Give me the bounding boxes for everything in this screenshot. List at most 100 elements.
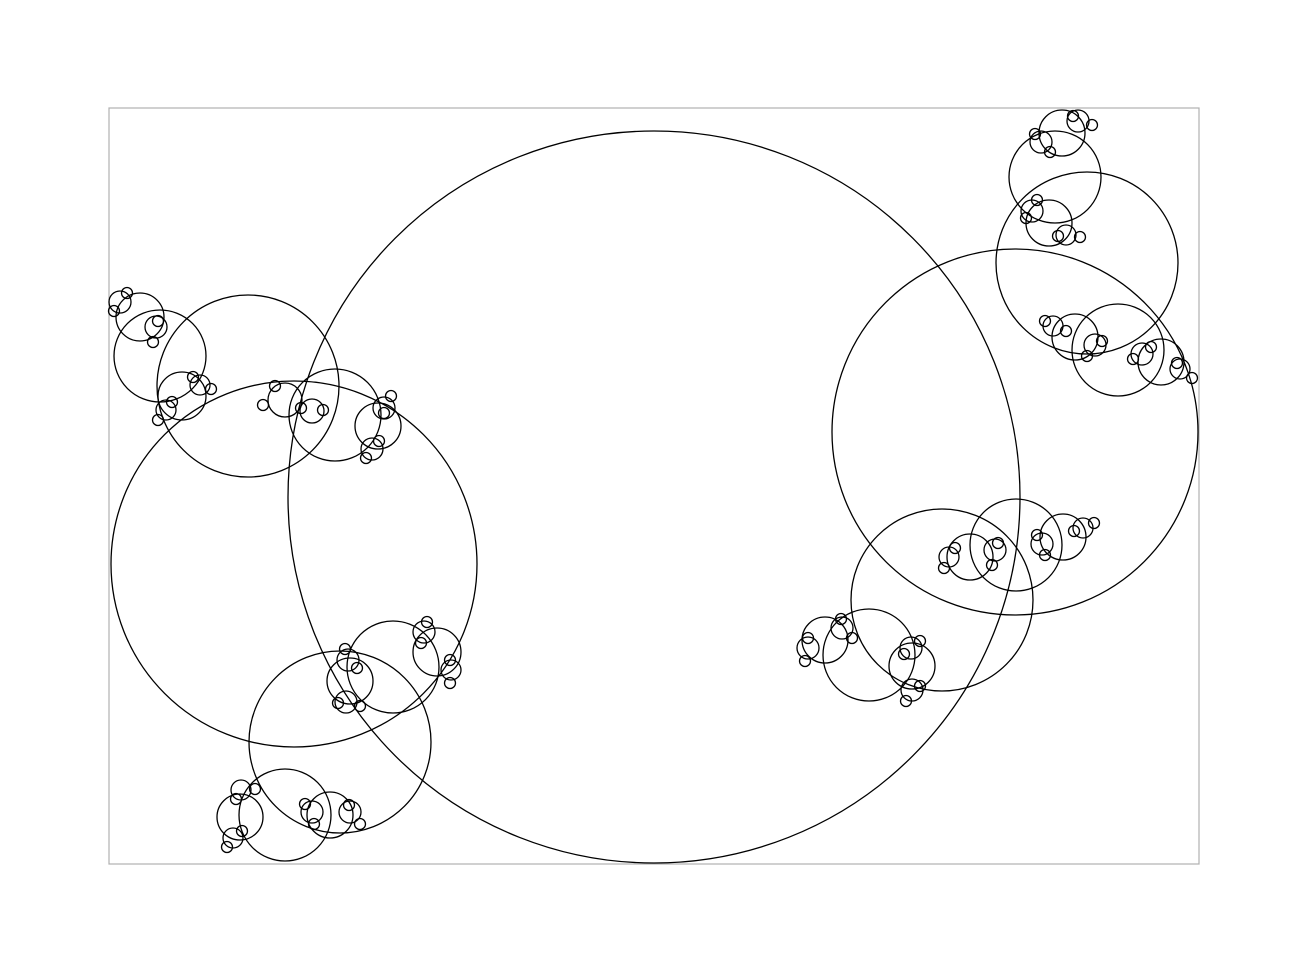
- fractal-circle: [287, 130, 1021, 864]
- fractal-circle-small: [897, 647, 911, 661]
- fractal-circle: [900, 678, 924, 702]
- fractal-circle: [156, 294, 340, 478]
- fractal-circle-small: [1085, 118, 1099, 132]
- fractal-circle: [222, 827, 244, 849]
- fractal-circle-small: [384, 389, 398, 403]
- fractal-circle: [1083, 333, 1107, 357]
- fractal-circle-small: [1087, 516, 1101, 530]
- fractal-circle-small: [165, 395, 179, 409]
- fractal-circle-small: [268, 379, 282, 393]
- fractal-circle-small: [186, 370, 200, 384]
- fractal-circle-small: [1030, 528, 1044, 542]
- fractal-circle: [108, 290, 132, 314]
- fractal-circle-small: [256, 398, 270, 412]
- fractal-circle: [189, 374, 211, 396]
- fractal-circle-small: [338, 642, 352, 656]
- fractal-circle-small: [1185, 371, 1199, 385]
- fractal-circle: [300, 800, 324, 824]
- fractal-circle-small: [1028, 127, 1042, 141]
- fractal-circle-small: [985, 558, 999, 572]
- fractal-circle-small: [120, 286, 134, 300]
- fractal-circle-small: [294, 401, 308, 415]
- fractal-circle-small: [1126, 352, 1140, 366]
- fractal-circle-small: [443, 676, 457, 690]
- fractal-circle: [288, 368, 382, 462]
- fractal-circle-small: [248, 782, 262, 796]
- fractal-circle: [1071, 303, 1165, 397]
- fractal-circle: [306, 791, 354, 839]
- fractal-circle-small: [845, 631, 859, 645]
- fractal-circle: [336, 648, 360, 672]
- fractal-circle-small: [342, 798, 356, 812]
- fractal-circle-small: [1073, 230, 1087, 244]
- fractal-circle-small: [377, 406, 391, 420]
- fractal-circle: [995, 171, 1179, 355]
- fractal-circle-small: [801, 631, 815, 645]
- fractal-circle: [831, 248, 1199, 616]
- fractal-circle: [354, 402, 402, 450]
- fractal-circle: [216, 793, 264, 841]
- fractal-circle: [1038, 109, 1086, 157]
- fractal-circle-small: [1095, 334, 1109, 348]
- fractal-circle: [822, 608, 916, 702]
- fractal-circle-small: [350, 661, 364, 675]
- fractal-circle-small: [235, 824, 249, 838]
- plot-frame: [108, 107, 1200, 865]
- fractal-circle: [113, 309, 207, 403]
- fractal-circle: [360, 437, 384, 461]
- fractal-circle: [1029, 130, 1053, 154]
- fractal-circle: [299, 398, 325, 424]
- fractal-circle: [938, 546, 960, 568]
- fractal-circle-small: [420, 615, 434, 629]
- fractal-circle-small: [991, 536, 1005, 550]
- fractal-circle-small: [1059, 324, 1073, 338]
- fractal-circle-small: [1030, 193, 1044, 207]
- fractal-circle: [830, 616, 854, 640]
- fractal-circle-small: [834, 612, 848, 626]
- fractal-circle-small: [1066, 109, 1080, 123]
- fractal-circle-small: [220, 840, 234, 854]
- fractal-circle: [801, 616, 849, 664]
- fractal-circle-small: [107, 304, 121, 318]
- fractal-circle: [440, 659, 462, 681]
- fractal-circle-small: [229, 792, 243, 806]
- fractal-circle: [796, 636, 820, 660]
- fractal-circle-small: [307, 817, 321, 831]
- fractal-circle-small: [204, 382, 218, 396]
- fractal-circle-small: [1080, 349, 1094, 363]
- fractal-circle-small: [1051, 229, 1065, 243]
- fractal-circle-small: [1144, 340, 1158, 354]
- fractal-circle-small: [151, 314, 165, 328]
- fractal-circle-small: [353, 699, 367, 713]
- fractal-circle: [346, 620, 440, 714]
- fractal-circle-small: [151, 413, 165, 427]
- fractal-circle: [326, 657, 374, 705]
- fractal-circle: [155, 399, 177, 421]
- fractal-circle-small: [414, 636, 428, 650]
- fractal-circle-small: [1043, 145, 1057, 159]
- fractal-circle-small: [1067, 524, 1081, 538]
- fractal-circle-small: [372, 434, 386, 448]
- fractal-circle: [338, 800, 362, 824]
- fractal-circle: [946, 533, 994, 581]
- fractal-circle: [888, 642, 936, 690]
- fractal-circle-small: [331, 696, 345, 710]
- fractal-circle-small: [899, 694, 913, 708]
- fractal-circle: [267, 382, 303, 418]
- fractal-circle-small: [443, 653, 457, 667]
- fractal-circle-small: [353, 817, 367, 831]
- fractal-circle-small: [948, 541, 962, 555]
- fractal-circle: [850, 508, 1034, 692]
- fractal-circle-small: [913, 679, 927, 693]
- fractal-circle-small: [316, 403, 330, 417]
- fractal-circle-small: [1038, 548, 1052, 562]
- fractal-circle-small: [298, 797, 312, 811]
- fractal-circle-small: [1038, 314, 1052, 328]
- fractal-circle-small: [1019, 211, 1033, 225]
- fractal-circle-small: [1170, 356, 1184, 370]
- fractal-circle: [1055, 224, 1077, 246]
- fractal-circle: [238, 768, 332, 862]
- fractal-circle: [157, 371, 207, 421]
